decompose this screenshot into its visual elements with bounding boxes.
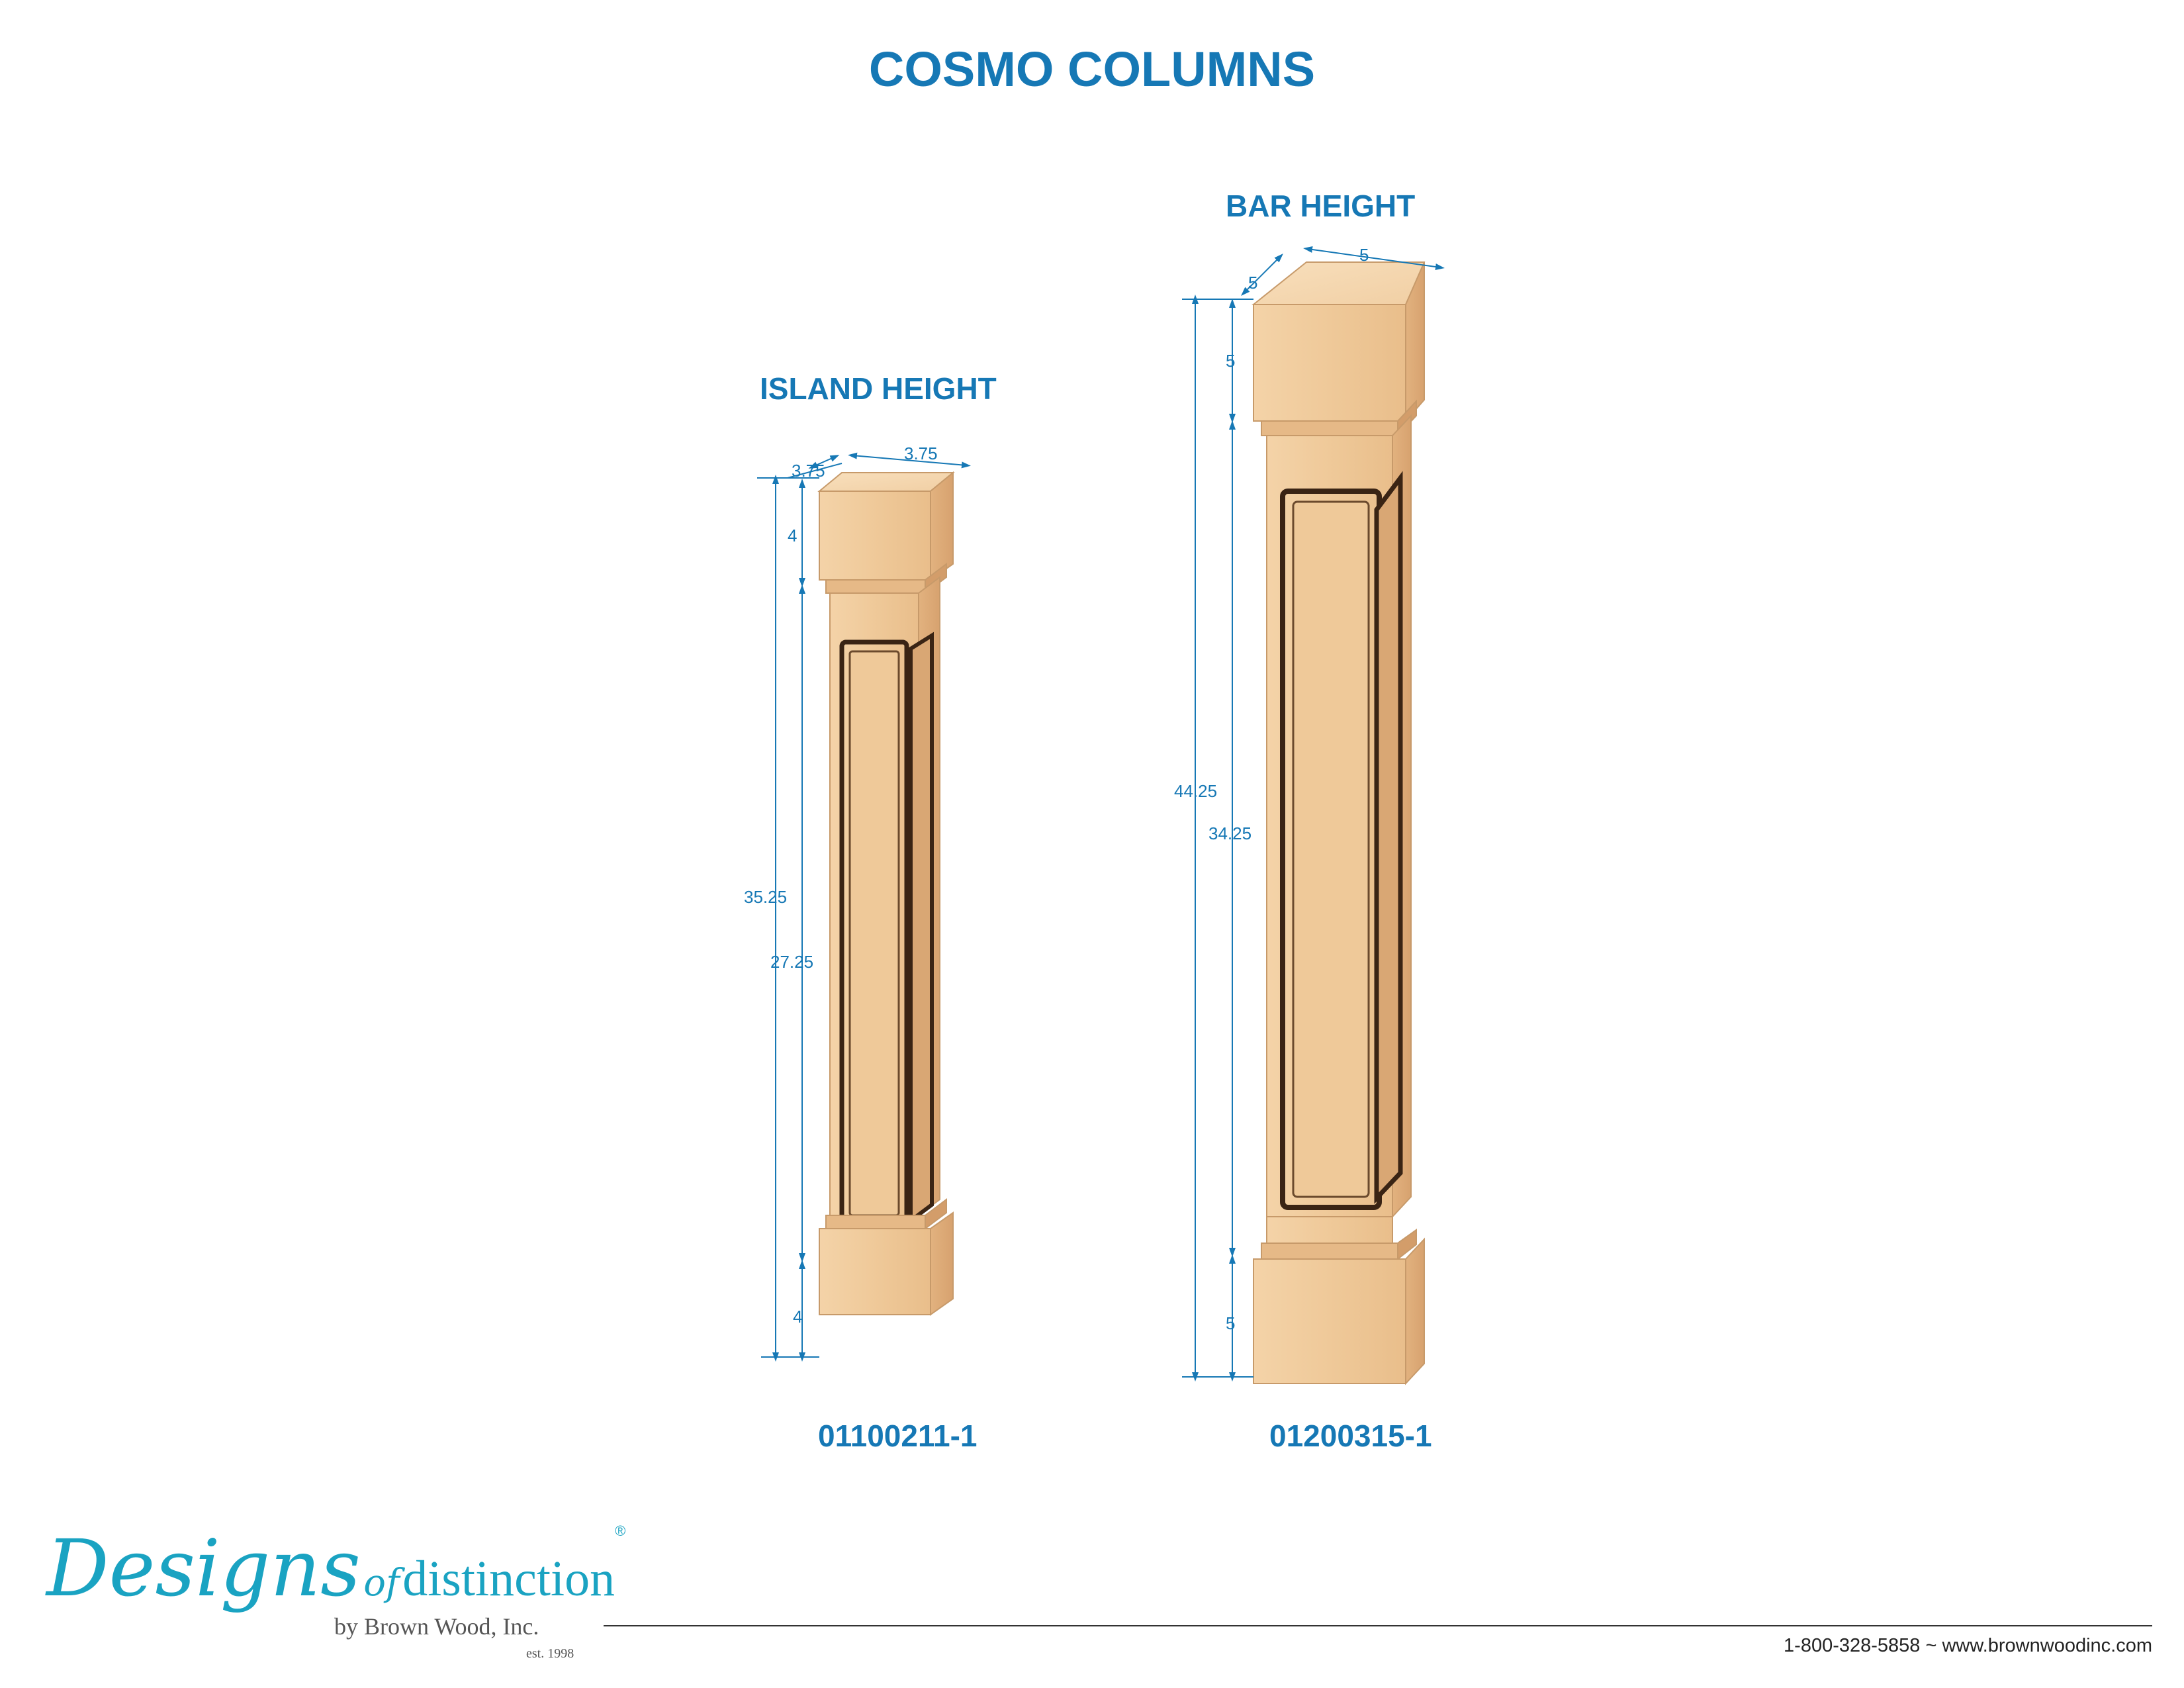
footer-contact: 1-800-328-5858 ~ www.brownwoodinc.com — [1784, 1635, 2152, 1656]
island-dimensions — [757, 452, 971, 1362]
logo-script-text: Designs — [46, 1523, 361, 1614]
island-part-number: 01100211-1 — [818, 1419, 978, 1453]
island-height-heading: ISLAND HEIGHT — [760, 371, 997, 406]
bar-part-number: 01200315-1 — [1269, 1419, 1432, 1453]
island-column — [817, 471, 955, 1316]
island-overall-height-label: 35.25 — [744, 887, 787, 907]
bar-overall-height-label: 44.25 — [1174, 781, 1217, 801]
logo-of-text: of — [363, 1562, 400, 1605]
island-bottom-block-label: 4 — [793, 1307, 802, 1327]
bar-shaft-height-label: 34.25 — [1208, 823, 1251, 843]
bar-bottom-block-label: 5 — [1226, 1313, 1235, 1333]
bar-width-right-label: 5 — [1359, 245, 1369, 265]
bar-dimensions — [1182, 246, 1445, 1382]
logo-distinction-text: distinction — [402, 1551, 615, 1607]
bar-height-heading: BAR HEIGHT — [1226, 189, 1416, 223]
bar-top-block-label: 5 — [1226, 351, 1235, 371]
footer-divider — [604, 1625, 2152, 1626]
logo-byline: by Brown Wood, Inc. — [334, 1613, 539, 1640]
island-top-block-label: 4 — [788, 526, 797, 545]
island-width-left-label: 3.75 — [792, 461, 825, 481]
bar-width-left-label: 5 — [1248, 273, 1257, 293]
island-width-right-label: 3.75 — [904, 444, 938, 463]
page-title: COSMO COLUMNS — [868, 42, 1316, 97]
island-shaft-height-label: 27.25 — [770, 952, 813, 972]
logo-registered-mark: ® — [615, 1523, 626, 1539]
logo-est: est. 1998 — [526, 1646, 574, 1661]
bar-column — [1251, 261, 1426, 1385]
company-logo: Designs of distinction® — [46, 1523, 625, 1614]
